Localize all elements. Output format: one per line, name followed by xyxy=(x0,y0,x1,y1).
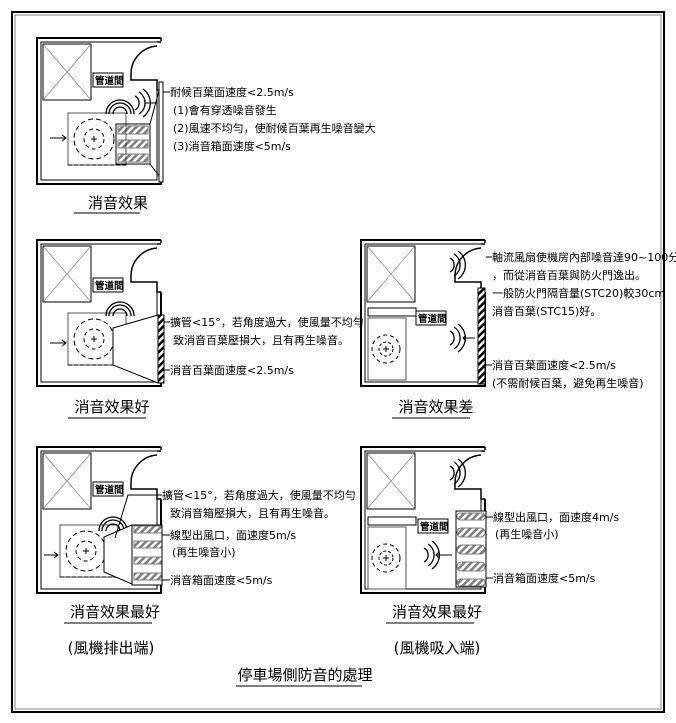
note: 線型出風口，面速度4m/s xyxy=(493,510,619,524)
note: 消音箱面速度<5m/s xyxy=(493,571,596,585)
note: 一般防火門隔音量(STC20)較30cm xyxy=(492,286,665,300)
shaft-room-label: 管道間 xyxy=(420,521,449,533)
note: ，而從消音百葉與防火門逸出。 xyxy=(492,268,646,282)
note: (再生噪音小) xyxy=(495,527,559,541)
sound-louver xyxy=(157,314,165,384)
panel-best-fan-exhaust: 管道間 擴管<15°，若角度過大，使風量不均勻 致消音箱壓損大，且有再生噪音。 … xyxy=(36,446,356,657)
panel-sound-effect-poor: 管道間 軸流風扇使機房內部噪音達90~100分貝 ，而從消音百葉與防火門逸出。 … xyxy=(360,239,676,419)
axial-fan xyxy=(367,317,407,381)
note: 擴管<15°，若角度過大，使風量不均勻 xyxy=(162,488,356,502)
airflow-arrow-icon xyxy=(50,339,67,347)
sound-wave-icon xyxy=(449,458,467,488)
note: 擴管<15°，若角度過大，使風量不均勻 xyxy=(170,315,364,329)
panel-caption: 消音效果差 xyxy=(398,398,473,416)
fan-icon xyxy=(67,112,127,166)
sound-wave-icon xyxy=(105,99,135,115)
note: 消音百葉(STC15)好。 xyxy=(492,304,601,318)
note: 致消音箱壓損大，且有再生噪音。 xyxy=(170,506,335,520)
shaft-room-label: 管道間 xyxy=(95,280,124,292)
arrow-icon xyxy=(462,334,475,342)
shaft-room-label: 管道間 xyxy=(418,313,447,325)
note: 消音箱面速度<5m/s xyxy=(170,573,273,587)
panel-subcaption: (風機排出端) xyxy=(68,639,155,657)
silencer-box xyxy=(115,123,151,165)
panel-sound-effect: 管道間 耐候百葉面速度<2.5m/s (1)會有穿透噪音發生 (2)風速不均勻，… xyxy=(36,37,376,214)
note: 軸流風扇使機房內部噪音達90~100分貝 xyxy=(492,250,676,264)
sound-wave-icon xyxy=(105,301,135,317)
airflow-arrow-icon xyxy=(44,551,59,559)
panel-subcaption: (風機吸入端) xyxy=(394,639,481,657)
panel-sound-effect-good: 管道間 擴管<15°，若角度過大，使風量不均勻 致消音百葉壓損大，且有再生噪音。… xyxy=(36,239,364,419)
note: 消音百葉面速度<2.5m/s xyxy=(492,358,616,372)
panel-caption: 消音效果好 xyxy=(74,398,149,416)
note: 線型出風口，面速度5m/s xyxy=(170,528,296,542)
axial-fan xyxy=(367,526,407,590)
note: 耐候百葉面速度<2.5m/s xyxy=(170,85,294,99)
expansion-duct xyxy=(103,524,133,585)
note: 致消音百葉壓損大，且有再生噪音。 xyxy=(173,333,349,347)
note: (3)消音箱面速度<5m/s xyxy=(173,139,291,153)
drawing-title: 停車場側防音的處理 xyxy=(237,666,372,684)
shaft-room-label: 管道間 xyxy=(95,484,124,496)
shaft-room-label-box xyxy=(92,72,124,88)
panel-caption: 消音效果最好 xyxy=(392,603,482,621)
note: 消音百葉面速度<2.5m/s xyxy=(170,363,294,377)
airflow-arrow-icon xyxy=(50,134,67,142)
drawing-frame xyxy=(11,11,665,713)
note: (2)風速不均勻，使耐候百葉再生噪音變大 xyxy=(173,121,376,135)
shaft-room-label: 管道間 xyxy=(95,75,124,87)
expansion-duct xyxy=(112,314,159,384)
note: (不需耐候百葉，避免再生噪音) xyxy=(492,376,644,390)
note: (1)會有穿透噪音發生 xyxy=(173,103,277,117)
arrow-icon xyxy=(435,551,452,559)
drawing-frame-inner xyxy=(14,14,662,710)
weather-louver xyxy=(158,81,164,183)
sound-louver xyxy=(477,287,486,385)
panel-caption: 消音效果最好 xyxy=(70,603,160,621)
panel-caption: 消音效果 xyxy=(88,194,148,212)
panel-best-fan-intake: 管道間 線型出風口，面速度4m/s (再生噪音小) 消音箱面速度<5m/s 消音… xyxy=(360,446,619,657)
note: (再生噪音小) xyxy=(172,545,236,559)
